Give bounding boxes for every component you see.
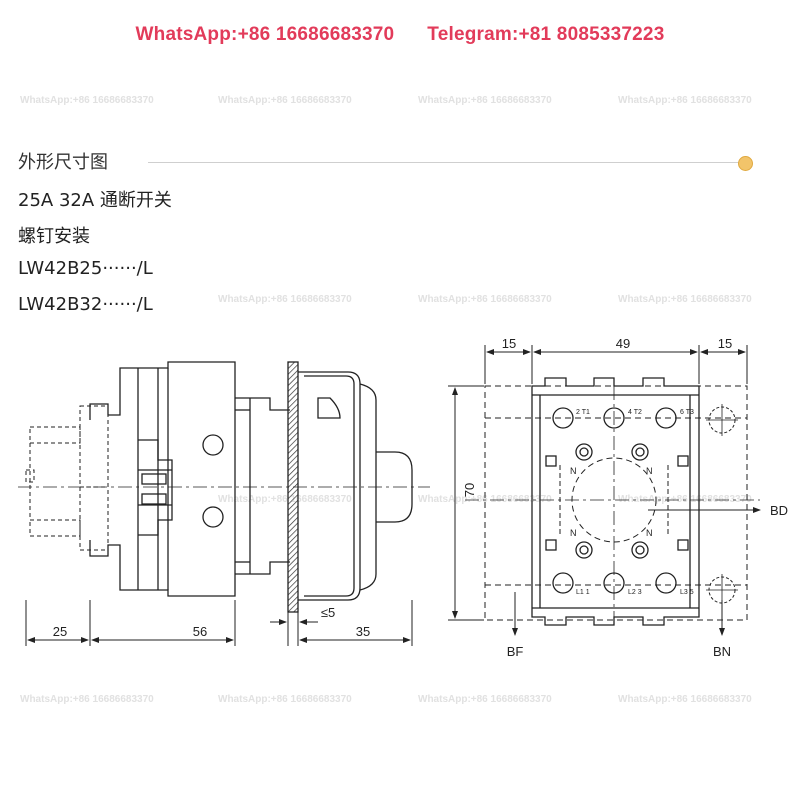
watermark: WhatsApp:+86 16686683370 <box>218 95 352 106</box>
dim-35: 35 <box>356 624 370 639</box>
watermark: WhatsApp:+86 16686683370 <box>618 95 752 106</box>
title-divider <box>148 162 740 163</box>
terminal-t1: 2 T1 <box>576 409 590 416</box>
watermark: WhatsApp:+86 16686683370 <box>418 294 552 305</box>
watermark: WhatsApp:+86 16686683370 <box>20 95 154 106</box>
watermark: WhatsApp:+86 16686683370 <box>418 494 552 505</box>
terminal-l3: L3 5 <box>680 589 694 596</box>
telegram-contact: Telegram:+81 8085337223 <box>427 24 665 45</box>
watermark: WhatsApp:+86 16686683370 <box>20 694 154 705</box>
dim-49: 49 <box>616 336 630 351</box>
terminal-l1: L1 1 <box>576 589 590 596</box>
dim-70: 70 <box>462 483 477 497</box>
product-line-1: 25A 32A 通断开关 <box>18 190 172 211</box>
terminal-n: N <box>570 466 577 476</box>
watermark: WhatsApp:+86 16686683370 <box>218 694 352 705</box>
dim-15-left: 15 <box>502 336 516 351</box>
whatsapp-contact: WhatsApp:+86 16686683370 <box>135 24 395 45</box>
section-title: 外形尺寸图 <box>18 152 108 173</box>
side-view <box>18 361 430 613</box>
model-line-1: LW42B25······/L <box>18 258 153 279</box>
terminal-n: N <box>570 528 577 538</box>
terminal-l2: L2 3 <box>628 589 642 596</box>
contact-banner: WhatsApp:+86 16686683370 Telegram:+81 80… <box>0 24 800 46</box>
label-bf: BF <box>507 644 524 659</box>
front-view <box>465 377 760 626</box>
terminal-t2: 4 T2 <box>628 409 642 416</box>
product-line-2: 螺钉安装 <box>18 226 90 247</box>
dim-15-right: 15 <box>718 336 732 351</box>
terminal-t3: 6 T3 <box>680 409 694 416</box>
watermark: WhatsApp:+86 16686683370 <box>218 294 352 305</box>
watermark: WhatsApp:+86 16686683370 <box>618 294 752 305</box>
watermark: WhatsApp:+86 16686683370 <box>618 494 752 505</box>
front-dimension-lines <box>448 345 761 636</box>
accent-dot-icon <box>738 156 753 171</box>
watermark: WhatsApp:+86 16686683370 <box>618 694 752 705</box>
terminal-n: N <box>646 528 653 538</box>
watermark: WhatsApp:+86 16686683370 <box>418 95 552 106</box>
label-bn: BN <box>713 644 731 659</box>
dim-25: 25 <box>53 624 67 639</box>
dim-le5: ≤5 <box>321 605 335 620</box>
label-bd: BD <box>770 503 788 518</box>
watermark: WhatsApp:+86 16686683370 <box>418 694 552 705</box>
model-line-2: LW42B32······/L <box>18 294 153 315</box>
watermark: WhatsApp:+86 16686683370 <box>218 494 352 505</box>
terminal-n: N <box>646 466 653 476</box>
dim-56: 56 <box>193 624 207 639</box>
side-dimension-lines <box>25 600 413 646</box>
